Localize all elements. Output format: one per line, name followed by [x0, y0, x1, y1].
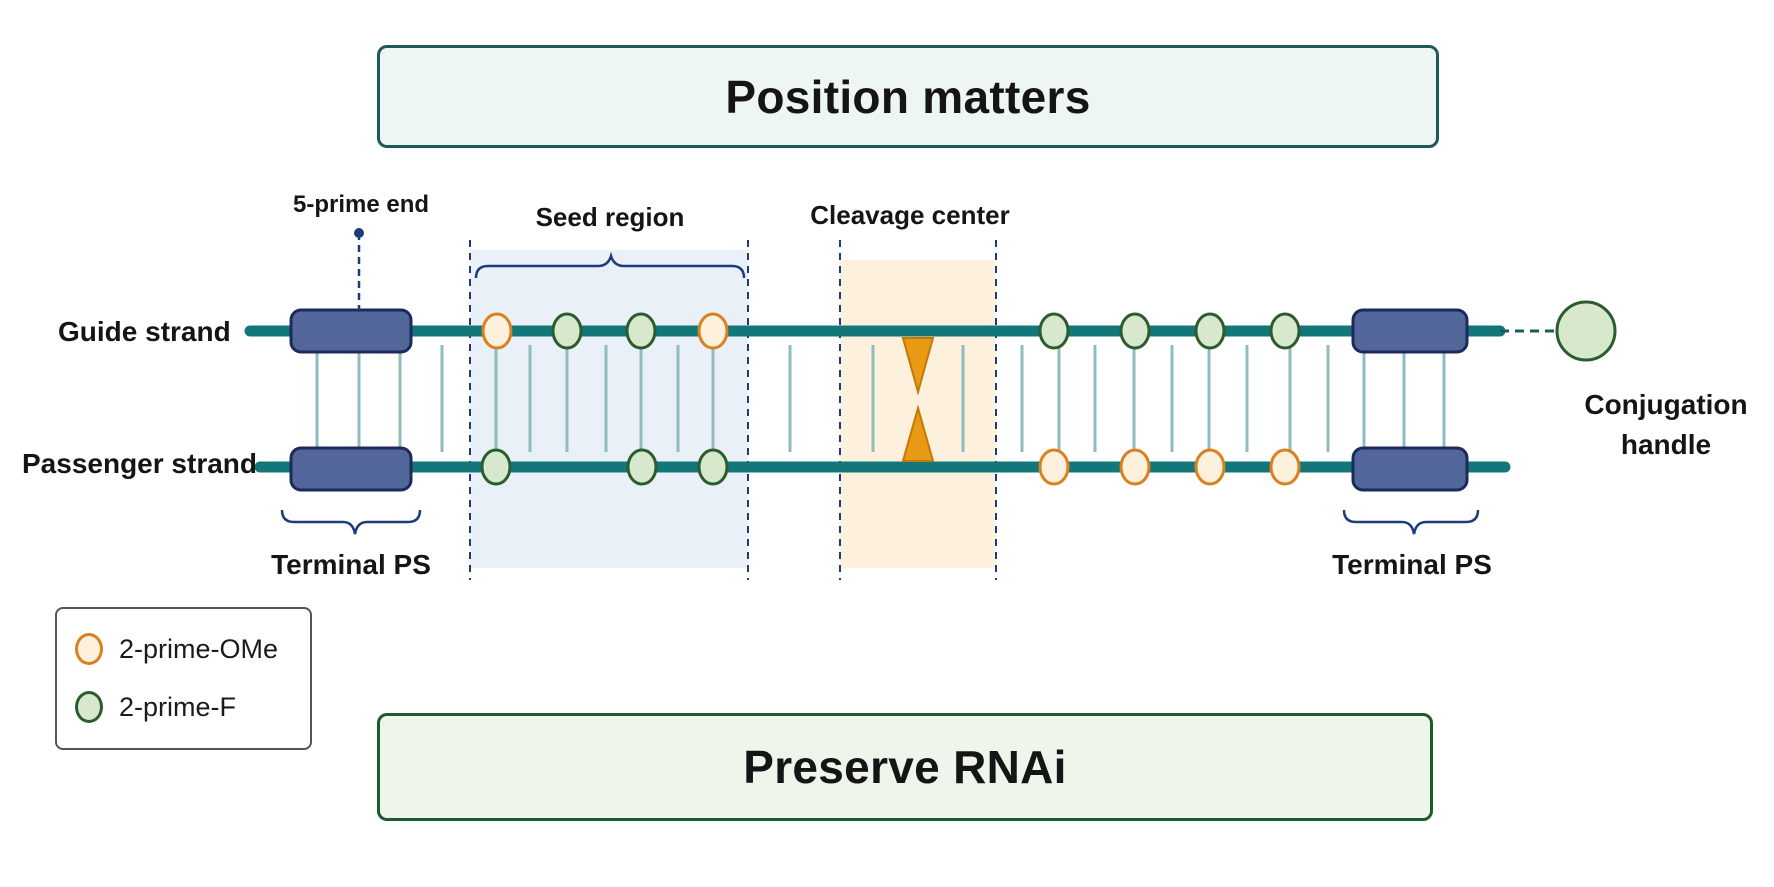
footer-text: Preserve RNAi — [743, 741, 1067, 793]
ome-modification — [1269, 448, 1301, 486]
f-modification — [1269, 312, 1301, 350]
terminal-ps-brace-right — [1342, 509, 1480, 535]
cleavage-marker-bottom — [901, 404, 935, 462]
legend-label-f: 2-prime-F — [119, 691, 237, 722]
f-modification — [1119, 312, 1151, 350]
ome-modification — [697, 312, 729, 350]
base-pair-rungs — [315, 345, 1446, 452]
terminal-ps-blocks — [289, 308, 1469, 492]
cleavage-center-label: Cleavage center — [810, 200, 1009, 230]
ome-modification — [1119, 448, 1151, 486]
five-prime-end-dot — [354, 228, 364, 238]
f-modification — [625, 312, 657, 350]
passenger-modifications — [480, 448, 1301, 486]
passenger-strand-label: Passenger strand — [22, 448, 257, 479]
terminal-ps-left-label: Terminal PS — [271, 549, 431, 580]
legend-row-ome: 2-prime-OMe — [75, 633, 278, 665]
seed-region-shade — [470, 250, 748, 568]
guide-strand-label: Guide strand — [58, 316, 231, 347]
f-modification — [480, 448, 512, 486]
title-banner: Position matters — [377, 45, 1439, 148]
five-prime-end-label: 5-prime end — [293, 191, 429, 218]
f-circle-icon — [75, 691, 103, 723]
terminal-ps-brace-left — [280, 509, 422, 535]
ome-modification — [1194, 448, 1226, 486]
ome-modification — [1038, 448, 1070, 486]
conjugation-handle-circle — [1555, 300, 1617, 362]
conjugation-handle-label-line2: handle — [1621, 429, 1711, 460]
legend: 2-prime-OMe 2-prime-F — [55, 607, 312, 750]
conjugation-handle-label-line1: Conjugation — [1584, 389, 1747, 420]
terminal-ps-right-label: Terminal PS — [1332, 549, 1492, 580]
title-text: Position matters — [725, 70, 1091, 123]
guide-modifications — [481, 312, 1301, 350]
ome-modification — [481, 312, 513, 350]
region-boundary-lines — [469, 240, 997, 580]
cleavage-marker-top — [901, 337, 935, 396]
seed-region-brace — [474, 251, 746, 279]
legend-row-f: 2-prime-F — [75, 691, 236, 723]
ome-circle-icon — [75, 633, 103, 665]
f-modification — [1194, 312, 1226, 350]
f-modification — [626, 448, 658, 486]
footer-banner: Preserve RNAi — [377, 713, 1433, 821]
seed-region-label: Seed region — [536, 202, 685, 232]
f-modification — [551, 312, 583, 350]
f-modification — [1038, 312, 1070, 350]
f-modification — [697, 448, 729, 486]
legend-label-ome: 2-prime-OMe — [119, 633, 279, 664]
